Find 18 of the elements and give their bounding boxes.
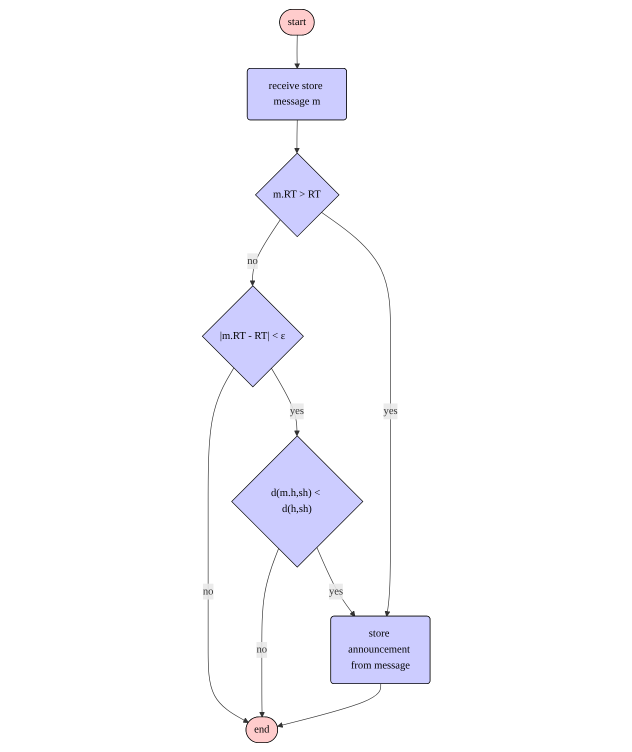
arrow [270, 368, 300, 436]
arrow [294, 120, 300, 154]
edge-label: yes [383, 405, 398, 417]
edge-label: yes [328, 586, 343, 597]
arrow [258, 548, 279, 718]
arrow [249, 220, 280, 286]
arrow [320, 212, 391, 617]
edge-label: no [247, 255, 258, 267]
node-diamond: m.RT > RT [254, 152, 340, 238]
node-diamond: |m.RT - RT| < ε [202, 285, 304, 388]
node-diamond: d(m.h,sh) < d(h,sh) [230, 435, 364, 568]
edge-label: no [256, 644, 267, 656]
edge-label: no [202, 586, 214, 597]
edge-label: yes [290, 405, 304, 417]
arrow [208, 368, 249, 723]
arrow [294, 35, 300, 69]
arrow [276, 684, 381, 728]
arrow [316, 546, 356, 617]
